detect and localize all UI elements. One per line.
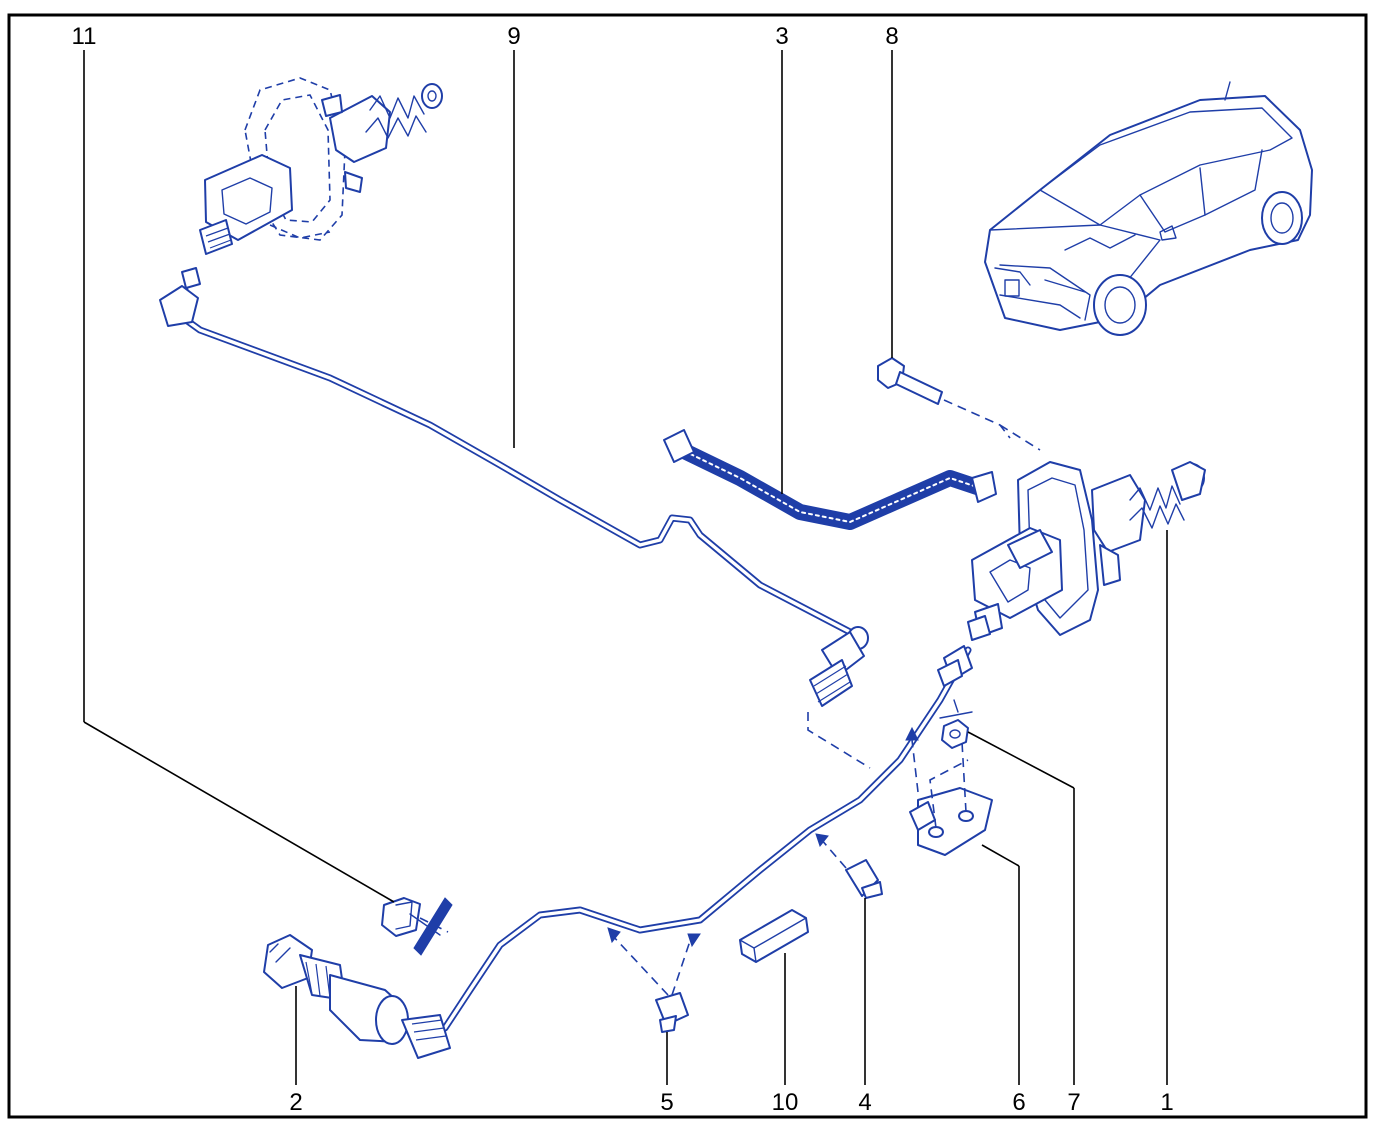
pipe-retaining-clip [381,897,453,956]
pipe-clip-upper [815,833,883,899]
callout-7: 7 [1067,1089,1080,1116]
pipe-support-bracket [905,726,993,856]
callout-8: 8 [885,23,898,50]
callout-3: 3 [775,23,788,50]
callout-11: 11 [72,23,97,50]
clutch-fluid-hose [663,429,997,530]
diagram-frame [7,13,1368,1119]
clutch-pipe-rigid [159,267,869,707]
leader-6-diag [981,844,1020,867]
callout-9: 9 [507,23,520,50]
callout-1: 1 [1160,1089,1173,1116]
assembly-line-pipe-to-bracket [807,712,871,769]
leader-7-diag [967,731,1075,789]
leader-11-diag [83,721,395,903]
callout-6: 6 [1012,1089,1025,1116]
clutch-master-cylinder [967,461,1206,641]
hexagonal-spacer [739,909,809,963]
callout-5: 5 [660,1089,673,1116]
clutch-slave-cylinder [263,934,451,1059]
callout-4: 4 [858,1089,871,1116]
flange-nut [939,699,973,749]
master-cylinder-reference-view [199,77,443,255]
mounting-bolt [877,357,1041,451]
callout-10: 10 [772,1089,799,1116]
leader-lines [83,50,1168,1085]
clutch-pipe-flexible [441,645,973,1032]
vehicle-location-illustration [984,81,1313,336]
callout-2: 2 [289,1089,302,1116]
callout-labels: 11 9 3 8 2 5 10 4 6 7 1 [72,23,1174,1116]
pipe-clip-lower [607,927,701,1033]
